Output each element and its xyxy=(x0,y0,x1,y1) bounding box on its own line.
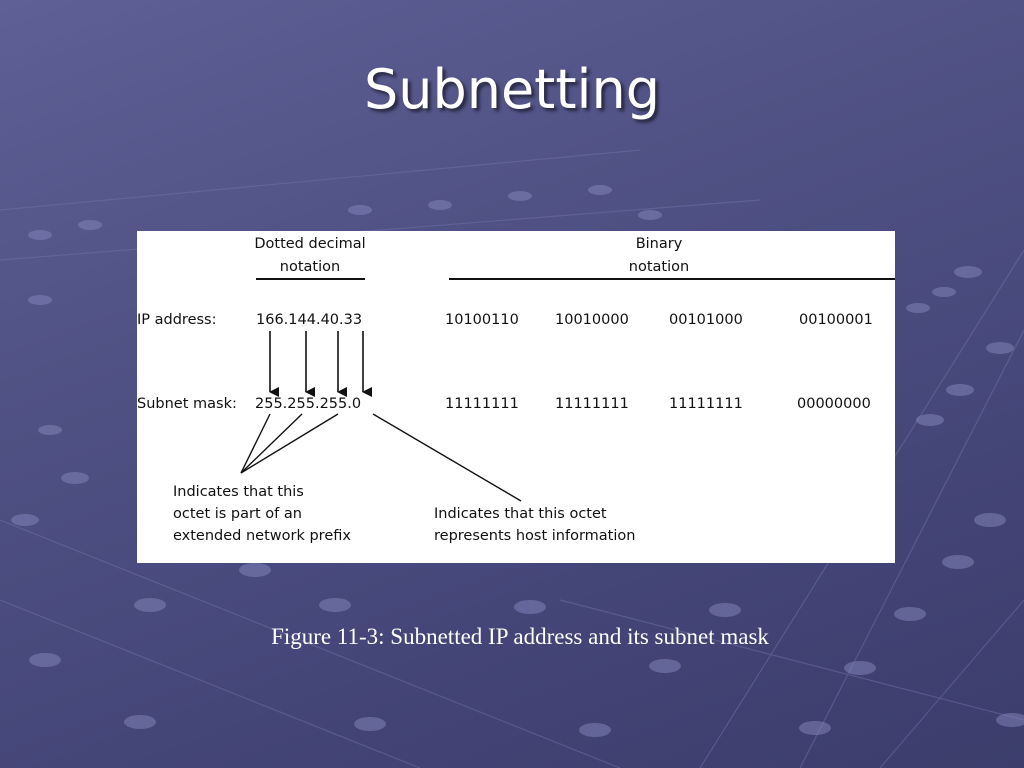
ip-binary-octet-1: 10100110 xyxy=(445,312,519,328)
ip-binary-octet-2: 10010000 xyxy=(555,312,629,328)
host-pointer xyxy=(372,413,522,502)
binary-header-line1: Binary xyxy=(636,236,683,252)
figure-caption: Figure 11-3: Subnetted IP address and it… xyxy=(271,624,769,649)
mask-binary-octet-3: 11111111 xyxy=(669,396,743,412)
slide-title: Subnetting xyxy=(363,58,661,121)
mask-binary-octet-4: 00000000 xyxy=(797,396,871,412)
network-note-line2: octet is part of an xyxy=(173,506,302,522)
ip-binary-octet-3: 00101000 xyxy=(669,312,743,328)
ip-address-label: IP address: xyxy=(137,312,216,328)
network-note-line3: extended network prefix xyxy=(173,528,351,544)
dotted-header-line1: Dotted decimal xyxy=(254,236,365,252)
host-note-line1: Indicates that this octet xyxy=(434,506,607,522)
figure-drawing: Dotted decimal notation Binary notation … xyxy=(137,236,895,544)
mask-binary-octet-2: 11111111 xyxy=(555,396,629,412)
ip-dotted-value: 166.144.40.33 xyxy=(256,312,362,328)
mask-binary-octet-1: 11111111 xyxy=(445,396,519,412)
network-pointer-2 xyxy=(240,413,303,474)
mask-dotted-value: 255.255.255.0 xyxy=(255,396,361,412)
host-note-line2: represents host information xyxy=(434,528,635,544)
network-pointer-1 xyxy=(240,413,271,474)
network-note-line1: Indicates that this xyxy=(173,484,304,500)
ip-binary-octet-4: 00100001 xyxy=(799,312,873,328)
subnet-mask-label: Subnet mask: xyxy=(137,396,237,412)
dotted-header-line2: notation xyxy=(280,259,340,275)
binary-header-line2: notation xyxy=(629,259,689,275)
network-pointer-3 xyxy=(240,413,339,474)
subnetting-figure: Dotted decimal notation Binary notation … xyxy=(137,231,895,563)
